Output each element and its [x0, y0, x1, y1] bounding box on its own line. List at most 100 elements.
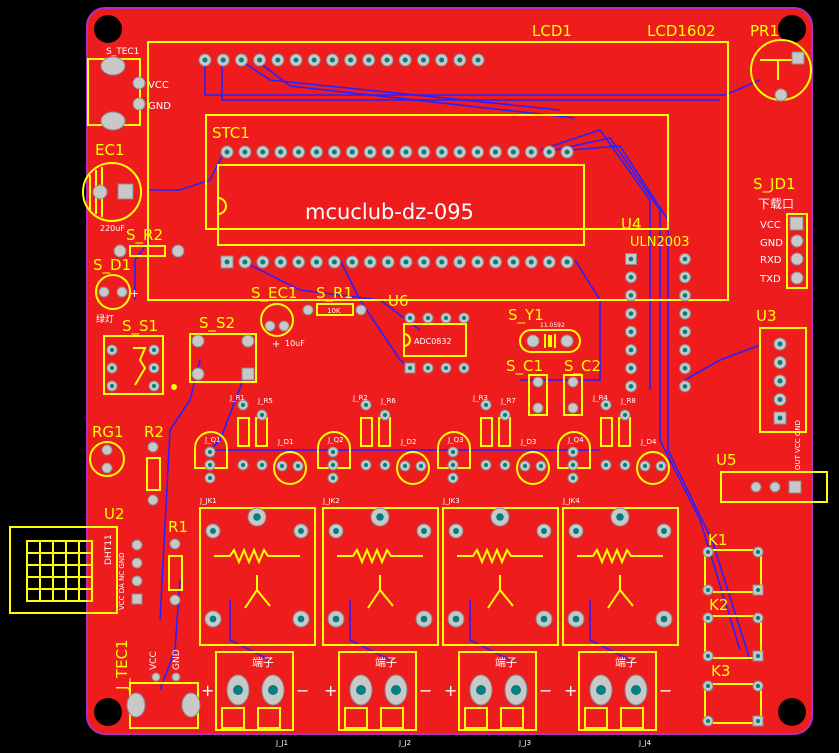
- svg-text:TXD: TXD: [759, 274, 781, 285]
- lcd1-outline: [147, 41, 729, 301]
- svg-text:J_R4: J_R4: [592, 394, 608, 402]
- svg-text:GND: GND: [760, 238, 783, 249]
- svg-text:ADC0832: ADC0832: [414, 337, 452, 346]
- svg-text:OUT VCC GND: OUT VCC GND: [794, 420, 802, 470]
- svg-text:GND: GND: [172, 649, 182, 670]
- svg-text:J_D3: J_D3: [520, 438, 536, 446]
- lcd1-pins: [198, 53, 485, 67]
- svg-text:10uF: 10uF: [285, 339, 305, 348]
- svg-text:J_JK2: J_JK2: [322, 497, 340, 505]
- s-s2-outline: [189, 333, 257, 383]
- svg-text:J_J4: J_J4: [638, 739, 652, 747]
- svg-text:端子: 端子: [615, 656, 637, 669]
- s-r2-label: S_R2: [126, 226, 163, 245]
- svg-text:J_Q3: J_Q3: [447, 436, 464, 444]
- relay-channel-1: J_R1 J_R5J_Q1 J_D1J_JK1 端子 + − J_J1: [194, 394, 316, 747]
- relay-channel-2: J_R2 J_R6J_Q2 J_D2J_JK2 端子 + − J_J2: [317, 394, 439, 747]
- s-d1-label: S_D1: [93, 256, 131, 275]
- svg-text:VCC: VCC: [149, 651, 159, 670]
- ec1-outline: [82, 162, 142, 222]
- j-tec1-label: J_TEC1: [113, 639, 132, 691]
- svg-text:端子: 端子: [495, 656, 517, 669]
- lcd1-label: LCD1: [532, 22, 572, 40]
- pr1-label: PR1: [750, 22, 779, 40]
- s-y1-label: S_Y1: [508, 306, 544, 325]
- svg-text:端子: 端子: [252, 656, 274, 669]
- svg-text:RXD: RXD: [760, 255, 782, 266]
- svg-text:J_R6: J_R6: [380, 397, 396, 405]
- svg-text:J_R8: J_R8: [620, 397, 636, 405]
- svg-text:VCC: VCC: [148, 80, 169, 91]
- s-tec1-label: S_TEC1: [106, 47, 139, 57]
- svg-text:+: +: [130, 287, 139, 300]
- k3-label: K3: [711, 662, 730, 680]
- s-y1-outline: [519, 329, 581, 353]
- svg-text:VCC: VCC: [760, 220, 781, 231]
- u6-outline: [403, 323, 467, 357]
- uln2003-label: ULN2003: [630, 235, 690, 250]
- svg-text:J_JK3: J_JK3: [442, 497, 460, 505]
- u2-outline: [9, 526, 118, 614]
- svg-text:J_JK4: J_JK4: [562, 497, 580, 505]
- s-r1-label: S_R1: [316, 284, 353, 303]
- stc1-outline: [205, 114, 669, 230]
- svg-text:−: −: [296, 681, 309, 700]
- s-jd1-label: S_JD1: [753, 175, 796, 194]
- svg-text:绿灯: 绿灯: [96, 313, 114, 325]
- svg-text:J_R5: J_R5: [257, 397, 273, 405]
- u3-outline: [759, 327, 807, 433]
- u5-label: U5: [716, 451, 737, 469]
- lcd1602-label: LCD1602: [647, 22, 716, 40]
- svg-text:J_J2: J_J2: [398, 739, 411, 747]
- stc1-label: STC1: [212, 124, 250, 142]
- svg-text:J_R2: J_R2: [352, 394, 368, 402]
- svg-text:J_R7: J_R7: [500, 397, 516, 405]
- svg-text:J_Q2: J_Q2: [327, 436, 344, 444]
- svg-text:GND: GND: [148, 101, 171, 112]
- svg-text:+: +: [324, 681, 337, 700]
- svg-text:J_R1: J_R1: [229, 394, 245, 402]
- svg-text:J_D2: J_D2: [400, 438, 416, 446]
- u3-label: U3: [756, 307, 777, 325]
- svg-text:10K: 10K: [327, 307, 341, 315]
- traces: [134, 59, 761, 691]
- svg-text:11.0592: 11.0592: [540, 322, 565, 329]
- k2-label: K2: [709, 596, 728, 614]
- s-c1-label: S_C1: [506, 357, 543, 376]
- s-s2-label: S_S2: [199, 314, 235, 333]
- stc1-pins: [220, 145, 574, 269]
- svg-text:220uF: 220uF: [100, 224, 125, 233]
- stc1-body: [217, 164, 585, 246]
- mcu-text: mcuclub-dz-095: [305, 200, 474, 224]
- svg-text:J_J3: J_J3: [518, 739, 531, 747]
- s-jd1-outline: [786, 213, 808, 289]
- s-ec1-label: S_EC1: [251, 284, 298, 303]
- svg-text:+: +: [564, 681, 577, 700]
- u2-label: U2: [104, 505, 125, 523]
- svg-text:−: −: [419, 681, 432, 700]
- u4-label: U4: [621, 215, 642, 233]
- s-ec1-outline: [260, 303, 294, 337]
- svg-text:J_JK1: J_JK1: [199, 497, 217, 505]
- svg-text:J_J1: J_J1: [275, 739, 288, 747]
- s-c2-label: S_C2: [564, 357, 601, 376]
- svg-text:端子: 端子: [375, 656, 397, 669]
- svg-text:J_D4: J_D4: [640, 438, 657, 446]
- r2-label: R2: [144, 423, 164, 441]
- r1-label: R1: [168, 518, 188, 536]
- ec1-label: EC1: [95, 141, 125, 159]
- svg-text:+: +: [201, 681, 214, 700]
- svg-text:J_R3: J_R3: [472, 394, 488, 402]
- svg-text:J_Q1: J_Q1: [204, 436, 221, 444]
- s-s1-outline: [103, 335, 164, 395]
- svg-text:J_Q4: J_Q4: [567, 436, 584, 444]
- svg-text:+: +: [272, 339, 280, 350]
- s-d1-outline: [95, 274, 131, 310]
- svg-text:DHT11: DHT11: [104, 534, 114, 565]
- svg-text:J_D1: J_D1: [277, 438, 293, 446]
- svg-text:VCC DA NC GND: VCC DA NC GND: [118, 553, 126, 610]
- rg1-label: RG1: [92, 423, 124, 441]
